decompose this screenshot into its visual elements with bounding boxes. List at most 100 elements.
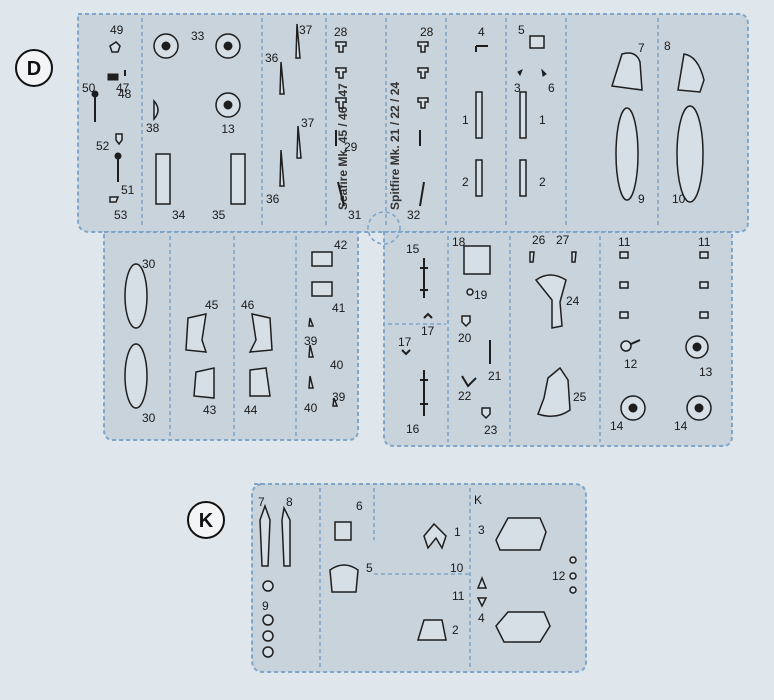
sprue-k-badge: [187, 501, 225, 539]
part-5: [329, 564, 359, 593]
part-number: 5: [366, 561, 373, 575]
part-number: 3: [478, 523, 485, 537]
part-6: [541, 68, 547, 77]
part-number: 13: [699, 365, 713, 379]
part-41: [311, 281, 333, 297]
part-number: 45: [205, 298, 219, 312]
part-number: 15: [406, 242, 420, 256]
part-4: [495, 611, 551, 643]
part-number: 36: [266, 192, 280, 206]
part-3: [495, 517, 547, 551]
part-number: 17: [398, 335, 412, 349]
part-13-hub: [692, 342, 702, 352]
part-number: 14: [610, 419, 624, 433]
part-number: 9: [262, 599, 269, 613]
part-number: 10: [450, 561, 464, 575]
part-number: 35: [212, 208, 226, 222]
part-number: 16: [406, 422, 420, 436]
part-17: [401, 349, 411, 356]
sprue-k-frame: [251, 483, 587, 673]
part-1-strip: [519, 91, 527, 139]
part-16: [420, 370, 428, 416]
part-9: [262, 630, 274, 642]
part-number: 9: [638, 192, 645, 206]
part-number: 51: [121, 183, 135, 197]
part-28: [335, 97, 347, 109]
part-number: 6: [548, 81, 555, 95]
sprue-d-lower-left-frame: [103, 231, 359, 441]
part-7: [259, 503, 271, 567]
part-39: [332, 397, 339, 407]
part-5: [529, 35, 545, 49]
part-3: [517, 68, 523, 77]
part-number: 42: [334, 238, 348, 252]
part-36: [279, 61, 285, 95]
part-number: 39: [332, 390, 346, 404]
part-number: 24: [566, 294, 580, 308]
sprue-k-corner-letter: K: [474, 493, 482, 507]
part-42: [311, 251, 333, 267]
part-number: 18: [452, 235, 466, 249]
part-number: 12: [624, 357, 638, 371]
part-number: 23: [484, 423, 498, 437]
part-number: 53: [114, 208, 128, 222]
part-number: 43: [203, 403, 217, 417]
part-number: 12: [552, 569, 566, 583]
part-number: 1: [539, 113, 546, 127]
part-53: [109, 196, 120, 203]
part-14-hub: [694, 403, 704, 413]
part-48: [107, 73, 119, 81]
variant-label-seafire: Seafire Mk. 45 / 46 / 47: [336, 83, 350, 210]
part-number: 36: [265, 51, 279, 65]
part-number: 11: [452, 589, 465, 603]
part-number: 6: [356, 499, 363, 513]
part-number: 2: [462, 175, 469, 189]
sprue-k: K K 7 8 9 6 5 1 10 11 2 3 4 12: [187, 483, 587, 673]
part-4: [475, 45, 488, 52]
part-number: 32: [407, 208, 421, 222]
part-number: 29: [344, 140, 358, 154]
part-number: 19: [474, 288, 488, 302]
part-28: [417, 67, 429, 79]
part-number: 7: [258, 495, 265, 509]
part-number: 33: [191, 29, 205, 43]
part-number: 30: [142, 257, 156, 271]
sprue-d-lower-right-frame: [383, 231, 733, 447]
part-36: [279, 149, 285, 187]
part-number: 13: [221, 122, 235, 136]
part-12: [620, 340, 632, 352]
sprue-d: D Seafire Mk. 45 / 46 / 47 Spitfire Mk. …: [15, 13, 749, 447]
part-14-hub: [628, 403, 638, 413]
part-37: [296, 125, 302, 159]
part-6: [334, 521, 352, 541]
part-1-strip: [475, 91, 483, 139]
variant-label-spitfire: Spitfire Mk. 21 / 22 / 24: [388, 82, 402, 210]
part-number: 2: [539, 175, 546, 189]
part-30: [124, 263, 148, 329]
part-number: 4: [478, 611, 485, 625]
part-52: [115, 133, 123, 146]
part-44: [249, 367, 271, 397]
part-number: 52: [96, 139, 110, 153]
sprue-d-badge: [15, 49, 53, 87]
part-number: 2: [452, 623, 459, 637]
part-number: 39: [304, 334, 318, 348]
part-9: [262, 580, 274, 592]
part-12: [569, 572, 577, 580]
part-11: [619, 311, 629, 319]
part-43: [193, 367, 215, 399]
part-23: [481, 407, 491, 420]
part-28: [335, 41, 347, 53]
part-39: [308, 317, 315, 327]
part-32: [419, 181, 425, 207]
part-number: 27: [556, 233, 570, 247]
part-11: [476, 597, 488, 608]
sprue-gate-circle: [367, 211, 401, 245]
part-number: 3: [514, 81, 521, 95]
part-40: [308, 344, 314, 358]
part-number: 17: [421, 324, 435, 338]
part-51-end: [114, 152, 122, 160]
part-31: [337, 181, 345, 207]
part-28: [417, 97, 429, 109]
